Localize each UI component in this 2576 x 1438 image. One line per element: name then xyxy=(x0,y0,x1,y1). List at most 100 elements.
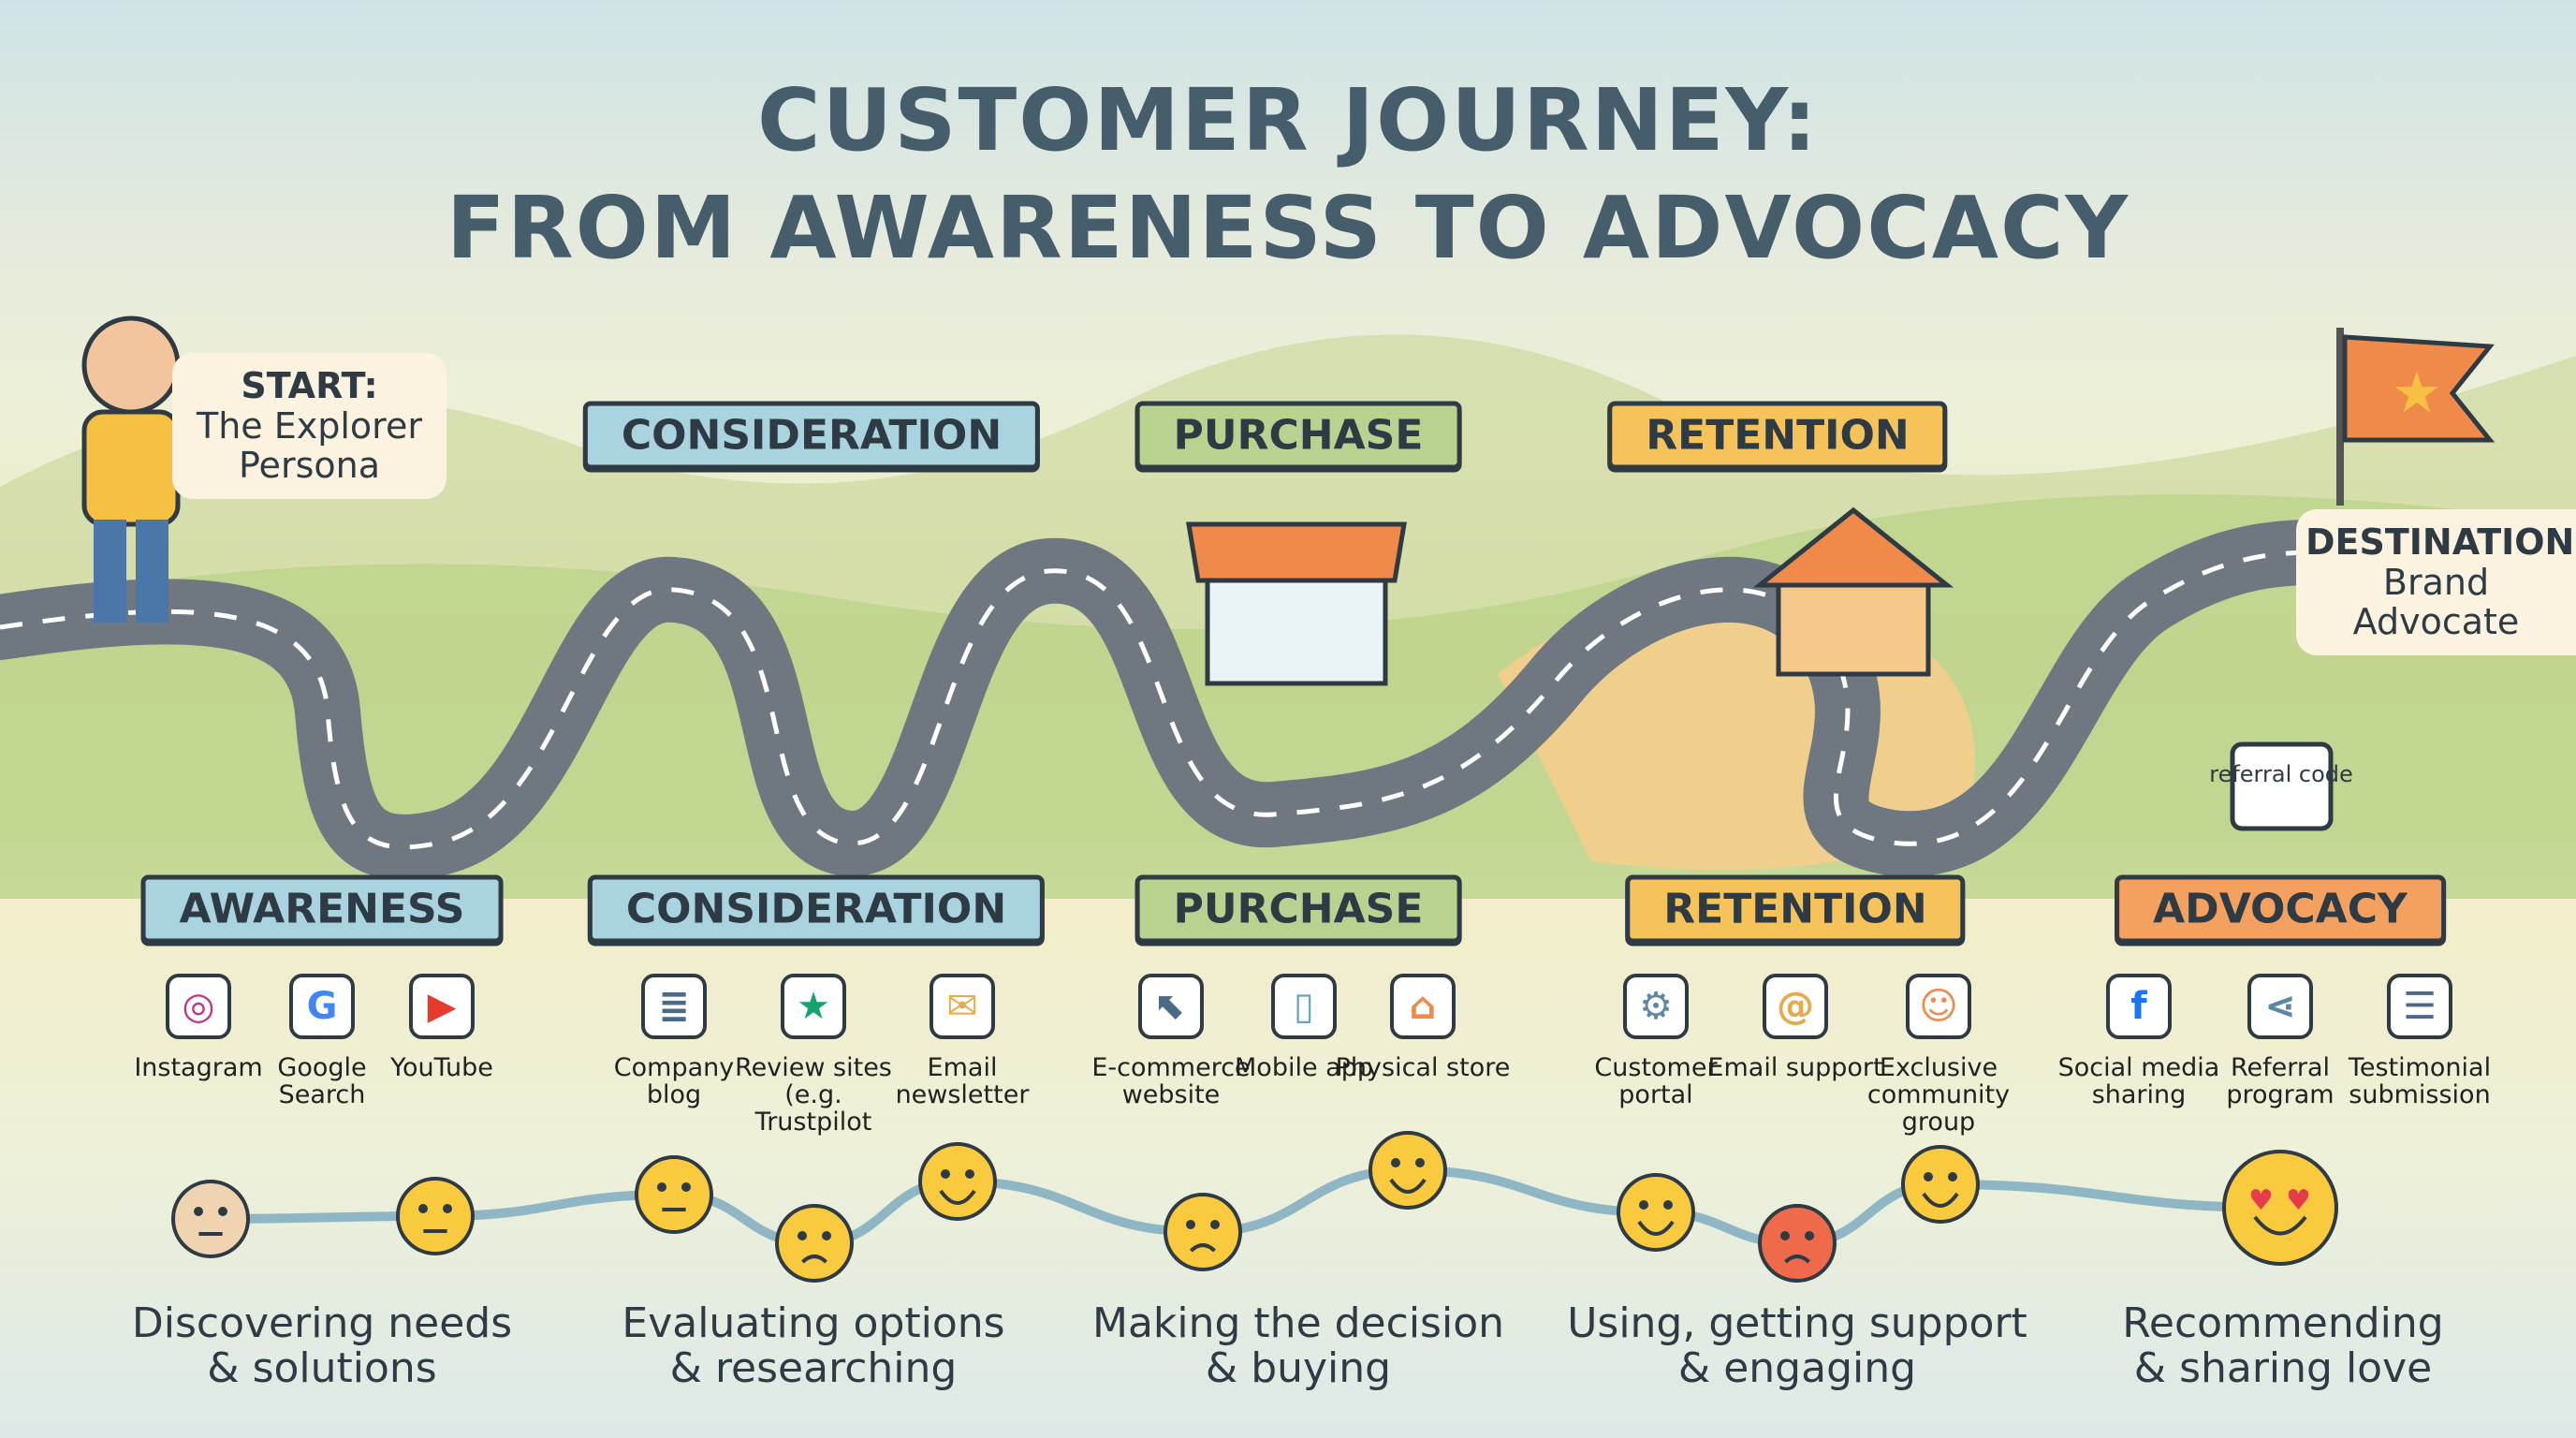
start-text-1: The Explorer xyxy=(197,404,422,447)
stage-banner-purchase: PURCHASE xyxy=(1134,874,1462,944)
envelope-icon: ✉ xyxy=(929,974,995,1039)
channel-item: ⚙ Customer portal xyxy=(1567,974,1745,1108)
channel-item: @ Email support xyxy=(1706,974,1884,1081)
channel-label: Customer portal xyxy=(1594,1053,1718,1110)
stage-caption-line: Using, getting support xyxy=(1567,1299,2027,1347)
top-banner-consideration: CONSIDERATION xyxy=(582,401,1041,470)
start-callout: START: The Explorer Persona xyxy=(172,353,446,499)
destination-callout: DESTINATION: Brand Advocate xyxy=(2296,509,2576,655)
stage-caption-line: Discovering needs xyxy=(131,1299,513,1347)
channel-label: Social media sharing xyxy=(2057,1053,2220,1110)
channel-item: ⋖ Referral program xyxy=(2191,974,2369,1108)
stage-caption-line: Making the decision xyxy=(1092,1299,1504,1347)
stage-banner-retention: RETENTION xyxy=(1625,874,1966,944)
stage-banner-consideration: CONSIDERATION xyxy=(587,874,1046,944)
destination-label: DESTINATION: xyxy=(2305,521,2576,563)
flag-icon: ★ xyxy=(2336,328,2496,506)
emotion-face-neutral-icon xyxy=(171,1180,250,1258)
channel-label: Instagram xyxy=(134,1053,263,1082)
channel-item: ▶ YouTube xyxy=(353,974,531,1081)
channel-label: Exclusive community group xyxy=(1866,1053,2011,1137)
destination-text-2: Advocate xyxy=(2352,601,2520,643)
channel-label: E-commerce website xyxy=(1091,1053,1251,1110)
channel-label: Review sites (e.g. Trustpilot xyxy=(735,1053,892,1137)
channel-label: Email newsletter xyxy=(895,1053,1030,1110)
svg-text:♥: ♥ xyxy=(2248,1184,2274,1217)
channel-item: ≣ Company blog xyxy=(585,974,763,1108)
gear-icon: ⚙ xyxy=(1623,974,1689,1039)
share-icon: ⋖ xyxy=(2247,974,2313,1039)
start-label: START: xyxy=(241,365,378,406)
channel-label: Company blog xyxy=(613,1053,735,1110)
channel-label: Email support xyxy=(1707,1053,1883,1082)
top-banner-retention: RETENTION xyxy=(1607,401,1948,470)
channel-item: ⬉ E-commerce website xyxy=(1082,974,1260,1108)
channel-item: ☺Exclusive community group xyxy=(1850,974,2027,1136)
house-illustration xyxy=(1752,506,1954,677)
channel-label: Google Search xyxy=(277,1053,367,1110)
emotion-face-grin-icon xyxy=(1901,1145,1980,1224)
channel-item: ⌂ Physical store xyxy=(1334,974,1512,1081)
referral-code-sign: referral code xyxy=(2209,741,2353,831)
stage-caption: Making the decision& buying xyxy=(1092,1299,1504,1393)
browser-cursor-icon: ⬉ xyxy=(1138,974,1204,1039)
channel-label: Mobile app xyxy=(1235,1053,1373,1082)
youtube-icon: ▶ xyxy=(409,974,475,1039)
blog-icon: ≣ xyxy=(641,974,707,1039)
stage-caption-line: & researching xyxy=(669,1344,958,1393)
stage-caption-line: & sharing love xyxy=(2133,1344,2433,1393)
channel-item: ★ Review sites (e.g. Trustpilot xyxy=(724,974,902,1136)
emotion-face-grin-icon xyxy=(1368,1131,1447,1210)
channel-item: ☰ Testimonial submission xyxy=(2331,974,2509,1108)
storefront-illustration xyxy=(1186,521,1407,686)
channel-label: Testimonial submission xyxy=(2348,1053,2492,1110)
instagram-icon: ◎ xyxy=(166,974,231,1039)
channel-item: ▯ Mobile app xyxy=(1215,974,1393,1081)
channel-item: ✉ Email newsletter xyxy=(873,974,1051,1108)
email-at-icon: @ xyxy=(1763,974,1828,1039)
storefront-icon: ⌂ xyxy=(1390,974,1456,1039)
svg-text:★: ★ xyxy=(2392,360,2442,426)
channel-label: YouTube xyxy=(390,1053,493,1082)
emotion-face-heart-eyes-icon: ♥♥ xyxy=(2222,1150,2338,1266)
explorer-persona-figure xyxy=(81,315,181,623)
destination-text-1: Brand xyxy=(2382,561,2490,603)
stage-banner-awareness: AWARENESS xyxy=(140,874,504,944)
facebook-icon: f xyxy=(2106,974,2172,1039)
stage-caption: Recommending& sharing love xyxy=(2122,1299,2444,1393)
stage-caption-line: & buying xyxy=(1205,1344,1392,1393)
svg-text:♥: ♥ xyxy=(2286,1184,2311,1217)
channel-label: Referral program xyxy=(2226,1053,2334,1110)
emotion-face-neutral-icon xyxy=(396,1177,475,1255)
channel-item: ◎ Instagram xyxy=(110,974,287,1081)
speech-bubble-icon: ☰ xyxy=(2387,974,2452,1039)
channel-item: G Google Search xyxy=(233,974,411,1108)
stage-caption-line: & solutions xyxy=(207,1344,437,1393)
start-text-2: Persona xyxy=(239,445,380,487)
title-line-2: FROM AWARENESS TO ADVOCACY xyxy=(446,178,2130,278)
top-banner-purchase: PURCHASE xyxy=(1134,401,1462,470)
mobile-phone-icon: ▯ xyxy=(1271,974,1337,1039)
stage-banner-advocacy: ADVOCACY xyxy=(2115,874,2446,944)
emotion-face-angry-icon xyxy=(1758,1204,1837,1283)
emotion-face-smile-icon xyxy=(1617,1173,1695,1252)
star-icon: ★ xyxy=(781,974,846,1039)
emotion-face-smile-icon xyxy=(918,1142,997,1221)
stage-caption-line: & engaging xyxy=(1677,1344,1917,1393)
google-icon: G xyxy=(289,974,355,1039)
stage-caption: Using, getting support& engaging xyxy=(1567,1299,2027,1393)
emotion-face-confused-icon xyxy=(775,1204,854,1283)
channel-label: Physical store xyxy=(1335,1053,1511,1082)
title-line-1: CUSTOMER JOURNEY: xyxy=(757,70,1819,170)
stage-caption-line: Recommending xyxy=(2122,1299,2444,1347)
stage-caption-line: Evaluating options xyxy=(622,1299,1005,1347)
referral-code-text: referral code xyxy=(2209,761,2353,787)
stage-caption: Evaluating options& researching xyxy=(622,1299,1005,1393)
emotion-face-thinking-icon xyxy=(635,1155,713,1234)
stage-caption: Discovering needs& solutions xyxy=(131,1299,513,1393)
emotion-face-annoyed-icon xyxy=(1164,1193,1242,1271)
